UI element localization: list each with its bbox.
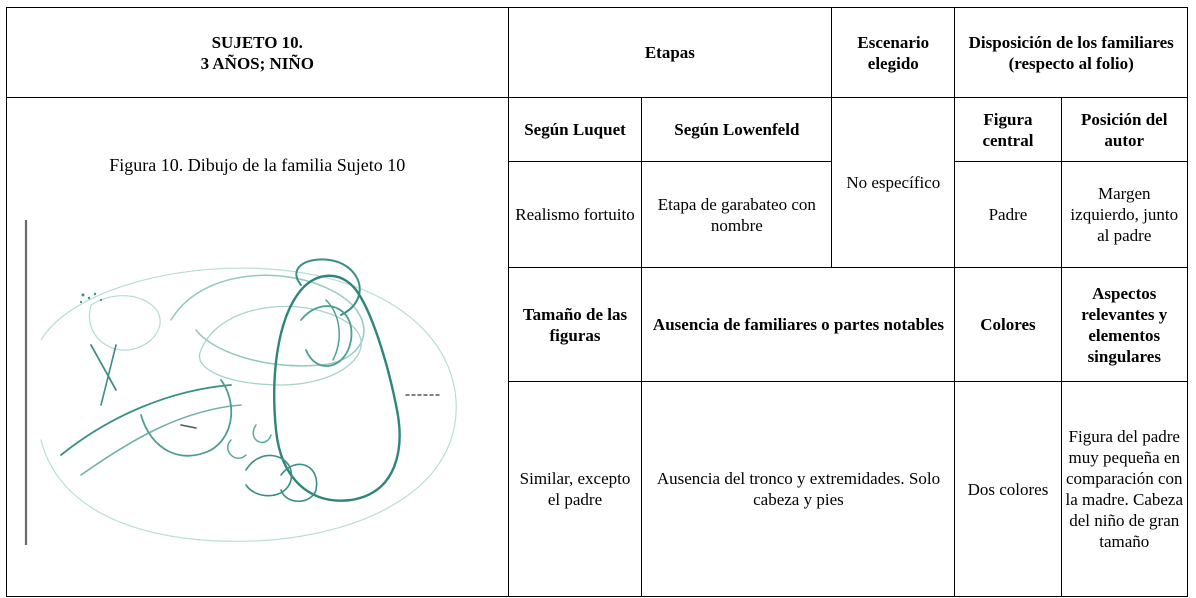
lowenfeld-header: Según Lowenfeld bbox=[641, 97, 833, 162]
subject-table: SUJETO 10. 3 AÑOS; NIÑO Etapas Escenario… bbox=[6, 7, 1188, 597]
figura-central-header: Figura central bbox=[954, 97, 1062, 162]
colores-header: Colores bbox=[954, 267, 1062, 382]
values-row-2: Similar, excepto el padre Ausencia del t… bbox=[7, 381, 1188, 597]
family-drawing bbox=[24, 220, 457, 545]
colores-value: Dos colores bbox=[954, 381, 1062, 597]
luquet-header: Según Luquet bbox=[507, 97, 643, 162]
aspectos-value: Figura del padre muy pequeña en comparac… bbox=[1060, 381, 1188, 597]
values-row-1: Realismo fortuito Etapa de garabateo con… bbox=[7, 161, 1188, 268]
subject-title: SUJETO 10. 3 AÑOS; NIÑO bbox=[6, 7, 509, 98]
escenario-header: Escenario elegido bbox=[831, 7, 956, 98]
luquet-value: Realismo fortuito bbox=[507, 161, 643, 268]
posicion-autor-header: Posición del autor bbox=[1060, 97, 1188, 162]
figure-cell: Figura 10. Dibujo de la familia Sujeto 1… bbox=[6, 97, 509, 597]
escenario-value: No específico bbox=[831, 97, 956, 268]
ausencia-value: Ausencia del tronco y extremidades. Solo… bbox=[641, 381, 956, 597]
disposicion-header-sub: (respecto al folio) bbox=[1008, 53, 1134, 73]
subject-title-line1: SUJETO 10. bbox=[211, 32, 303, 52]
etapas-header: Etapas bbox=[507, 7, 833, 98]
disposicion-header: Disposición de los familiares (respecto … bbox=[954, 7, 1188, 98]
subject-title-line2: 3 AÑOS; NIÑO bbox=[200, 53, 314, 73]
ausencia-header: Ausencia de familiares o partes notables bbox=[641, 267, 956, 382]
subheader-row: Figura 10. Dibujo de la familia Sujeto 1… bbox=[6, 97, 1188, 597]
lowenfeld-value: Etapa de garabateo con nombre bbox=[641, 161, 833, 268]
aspectos-header: Aspectos relevantes y elementos singular… bbox=[1060, 267, 1188, 382]
subheader-row-2: Tamaño de las figuras Ausencia de famili… bbox=[7, 267, 1188, 382]
disposicion-header-text: Disposición de los familiares bbox=[968, 32, 1174, 52]
header-row: SUJETO 10. 3 AÑOS; NIÑO Etapas Escenario… bbox=[6, 7, 1188, 98]
tamano-value: Similar, excepto el padre bbox=[507, 381, 643, 597]
tamano-header: Tamaño de las figuras bbox=[507, 267, 643, 382]
posicion-autor-value: Margen izquierdo, junto al padre bbox=[1060, 161, 1188, 268]
figure-caption: Figura 10. Dibujo de la familia Sujeto 1… bbox=[109, 155, 406, 175]
figura-central-value: Padre bbox=[954, 161, 1062, 268]
